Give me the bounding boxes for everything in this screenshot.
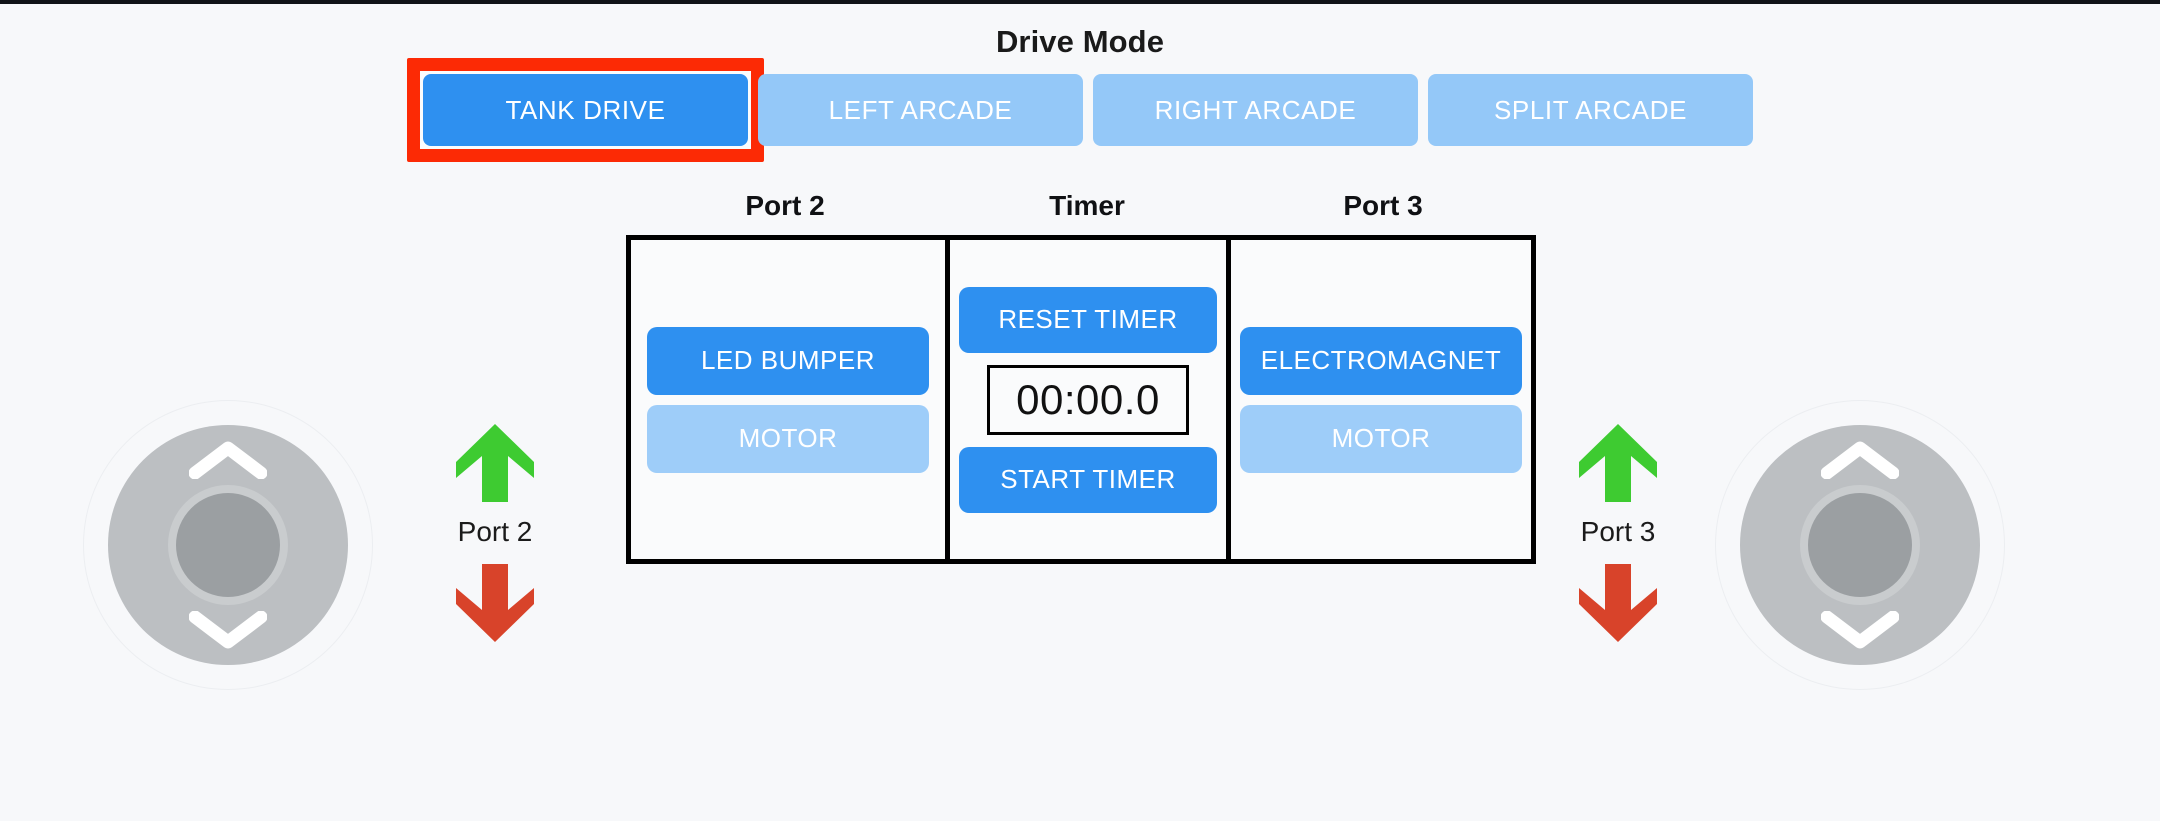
right-joystick-base[interactable] xyxy=(1740,425,1980,665)
port2-arrow-label: Port 2 xyxy=(457,516,533,547)
top-edge-strip xyxy=(0,0,2160,4)
device-panel: LED BUMPER MOTOR RESET TIMER 00:00.0 STA… xyxy=(626,235,1536,564)
down-arrow-icon[interactable] xyxy=(455,562,535,644)
chevron-up-icon xyxy=(189,441,267,479)
left-joystick-knob[interactable] xyxy=(176,493,280,597)
led-bumper-button[interactable]: LED BUMPER xyxy=(647,326,929,395)
drive-mode-left-arcade-button[interactable]: LEFT ARCADE xyxy=(758,74,1083,146)
panel-title-port3: Port 3 xyxy=(1343,190,1423,221)
start-timer-button[interactable]: START TIMER xyxy=(959,446,1217,513)
chevron-down-icon xyxy=(1821,611,1899,649)
port2-motor-button[interactable]: MOTOR xyxy=(647,404,929,473)
page-title: Drive Mode xyxy=(995,24,1165,59)
electromagnet-button[interactable]: ELECTROMAGNET xyxy=(1240,326,1522,395)
up-arrow-icon[interactable] xyxy=(455,422,535,504)
port3-motor-button[interactable]: MOTOR xyxy=(1240,404,1522,473)
panel-title-port2: Port 2 xyxy=(745,190,825,221)
timer-display: 00:00.0 xyxy=(987,364,1189,435)
left-joystick-base[interactable] xyxy=(108,425,348,665)
left-joystick-ring xyxy=(168,485,288,605)
drive-mode-button-group: TANK DRIVE LEFT ARCADE RIGHT ARCADE SPLI… xyxy=(423,74,1753,146)
panel-column-port2: LED BUMPER MOTOR xyxy=(631,240,945,559)
panel-title-row: Port 2 Timer Port 3 xyxy=(626,190,1536,222)
drive-mode-split-arcade-button[interactable]: SPLIT ARCADE xyxy=(1428,74,1753,146)
right-joystick[interactable] xyxy=(1715,400,2005,690)
panel-column-timer: RESET TIMER 00:00.0 START TIMER xyxy=(945,240,1231,559)
left-joystick[interactable] xyxy=(83,400,373,690)
port2-arrow-control: Port 2 xyxy=(455,422,535,644)
reset-timer-button[interactable]: RESET TIMER xyxy=(959,286,1217,353)
port3-arrow-control: Port 3 xyxy=(1578,422,1658,644)
drive-mode-tank-drive-button[interactable]: TANK DRIVE xyxy=(423,74,748,146)
down-arrow-icon[interactable] xyxy=(1578,562,1658,644)
right-joystick-ring xyxy=(1800,485,1920,605)
chevron-up-icon xyxy=(1821,441,1899,479)
port3-arrow-label: Port 3 xyxy=(1580,516,1656,547)
panel-title-timer: Timer xyxy=(1049,190,1125,221)
right-joystick-knob[interactable] xyxy=(1808,493,1912,597)
up-arrow-icon[interactable] xyxy=(1578,422,1658,504)
panel-column-port3: ELECTROMAGNET MOTOR xyxy=(1231,240,1531,559)
drive-mode-right-arcade-button[interactable]: RIGHT ARCADE xyxy=(1093,74,1418,146)
chevron-down-icon xyxy=(189,611,267,649)
